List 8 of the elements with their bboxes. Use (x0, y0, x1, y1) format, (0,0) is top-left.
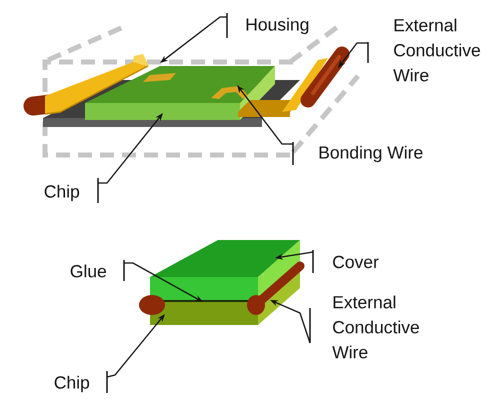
part-label: External Conductive Wire (367, 18, 480, 82)
part-label: External Conductive Wire (309, 296, 419, 358)
part-label: Chip (54, 371, 108, 393)
part-label: Cover (312, 250, 379, 273)
part-label: Chip (44, 178, 99, 203)
part-label: Glue (70, 260, 125, 281)
part-label: Housing (226, 13, 308, 38)
part-label: Bonding Wire (292, 142, 422, 165)
